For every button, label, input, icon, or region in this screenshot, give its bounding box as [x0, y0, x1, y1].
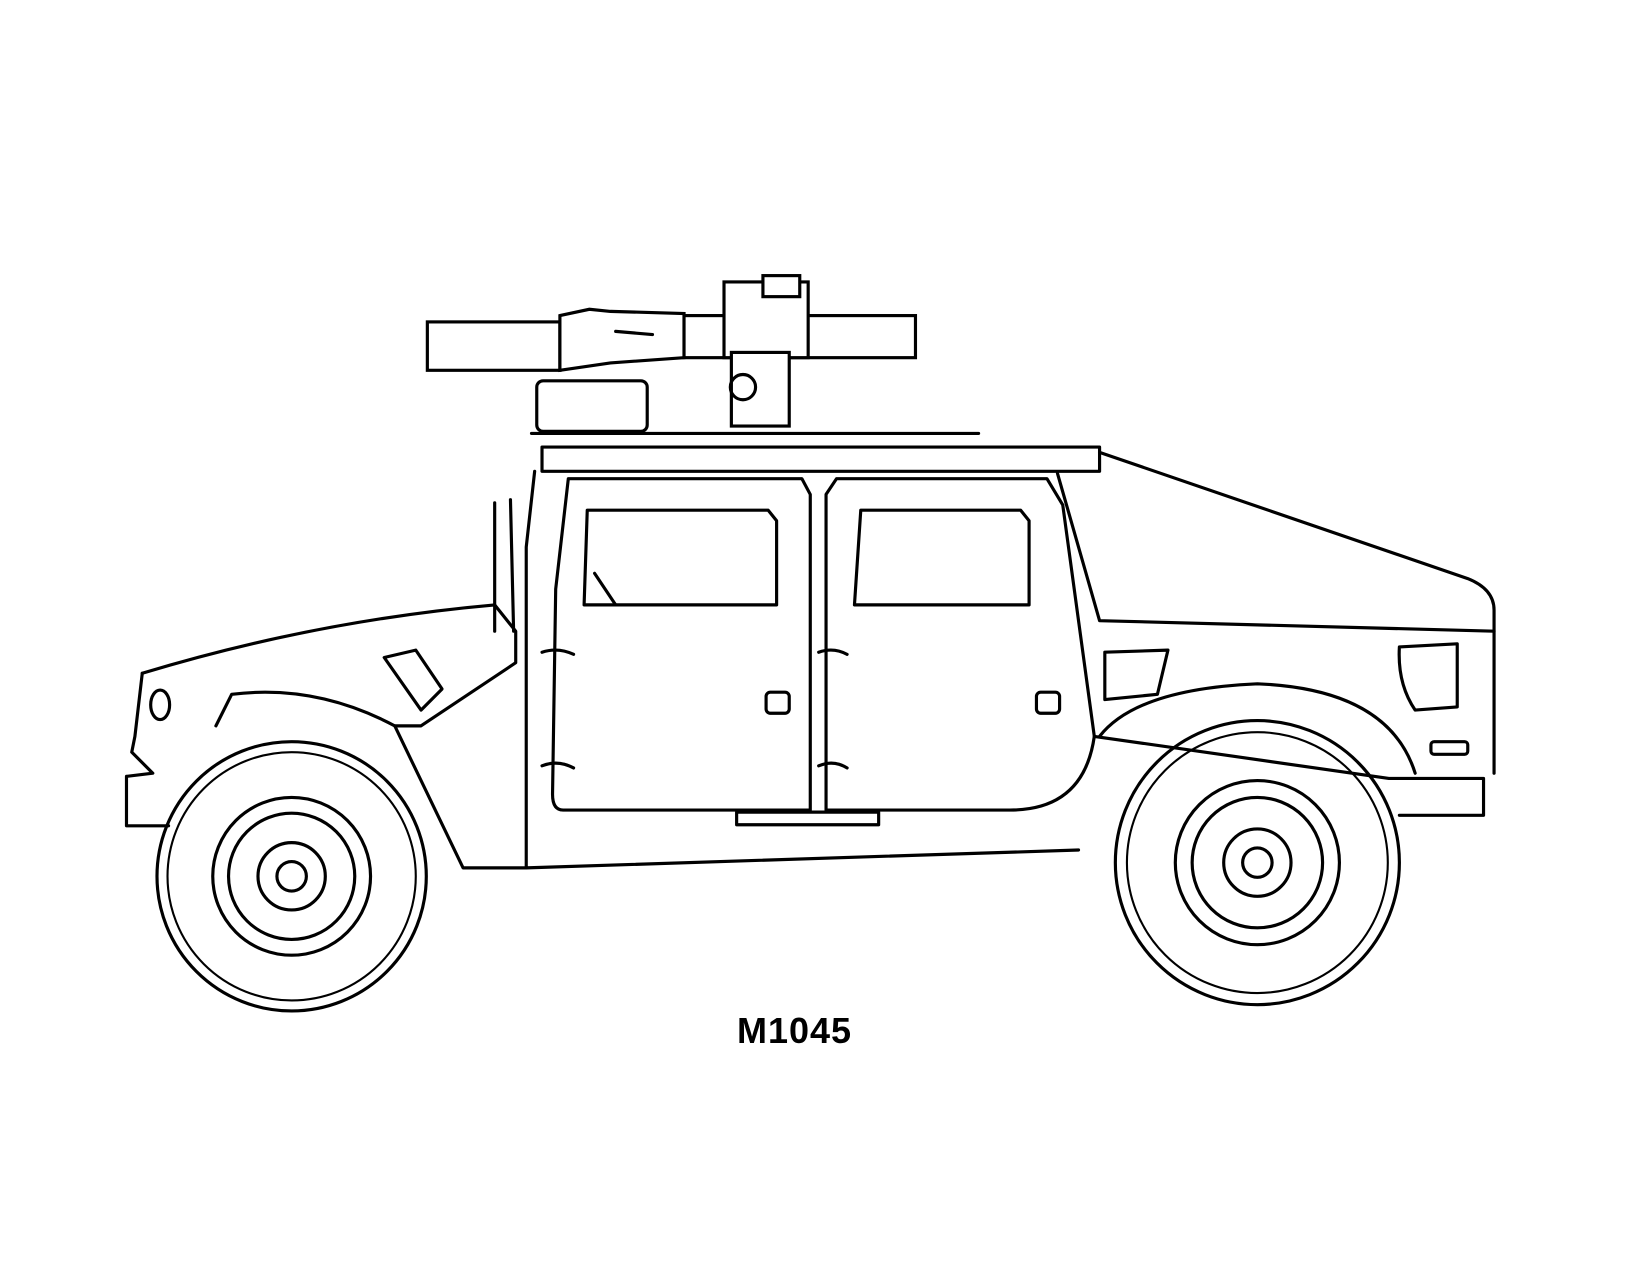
- figure-caption: M1045: [737, 1010, 853, 1051]
- rear-wheel: [1113, 719, 1401, 1007]
- hood: [124, 498, 528, 870]
- front-wheel: [155, 740, 428, 1013]
- weapon-launcher: [425, 274, 981, 435]
- vehicle-body: [524, 445, 1496, 870]
- front-door: [540, 477, 812, 812]
- rear-door: [817, 477, 1096, 812]
